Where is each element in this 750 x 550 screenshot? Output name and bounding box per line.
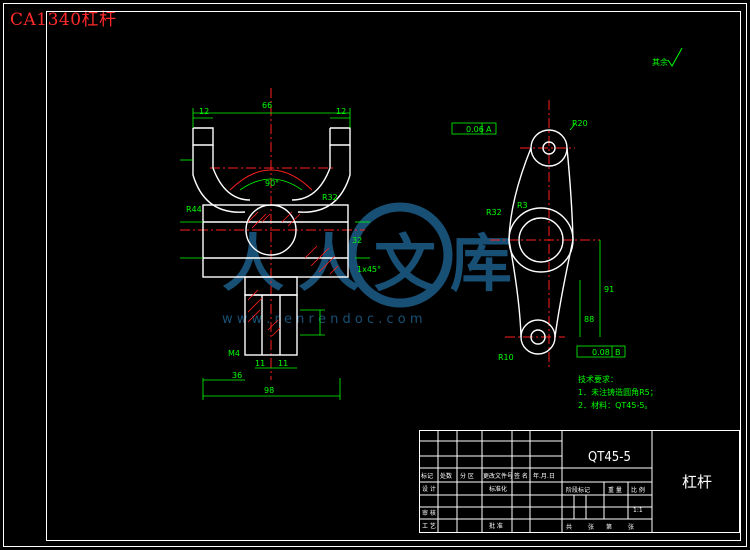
dim-11-right: 11 [278, 359, 288, 368]
drawing-frame [3, 3, 747, 547]
sheet-number-1: 第 [606, 523, 612, 531]
roughness-symbol: 其余 [652, 47, 683, 67]
header-label-6: 年.月.日 [533, 472, 555, 480]
header-label-2: 处数 [440, 472, 452, 480]
row-label-standard: 标准化 [489, 485, 507, 493]
datum-b: B [615, 348, 621, 357]
dim-32: 32 [352, 236, 362, 245]
dim-r44: R44 [186, 205, 202, 214]
drawing-caption: CA1340杠杆 [10, 10, 117, 30]
title-block: QT45-5 杠杆 标记 处数 分 区 更改文件号 签 名 年.月.日 设 计 … [419, 430, 740, 533]
dim-88: 88 [584, 315, 594, 324]
dim-12-right: 12 [336, 107, 346, 116]
roughness-note: 其余 [652, 57, 668, 67]
dim-r3: R3 [517, 201, 528, 210]
row-label-design: 设 计 [422, 485, 436, 493]
dim-11-left: 11 [255, 359, 265, 368]
dim-98: 98 [264, 386, 274, 395]
stage-label: 阶段标记 [566, 486, 590, 494]
dim-chamfer: 1x45° [357, 265, 381, 274]
tech-req-item-2: 2．材料：QT45-5。 [578, 400, 652, 410]
tol-0.08: 0.08 [592, 348, 610, 357]
dim-r32-side: R32 [486, 208, 502, 217]
tech-requirements: 技术要求： 1．未注铸造圆角R5； 2．材料：QT45-5。 [578, 374, 658, 410]
watermark: 人人文库 w w w . r e n r e n d o c . c o m [222, 202, 526, 327]
material-label: QT45-5 [588, 450, 631, 465]
row-label-process: 工 艺 [422, 522, 436, 530]
weight-label: 重 量 [608, 486, 622, 494]
tol-0.06: 0.06 [466, 125, 484, 134]
dim-m4: M4 [228, 349, 240, 358]
part-name: 杠杆 [682, 473, 712, 491]
header-label-4: 更改文件号 [483, 472, 513, 480]
dim-r20: R20 [572, 119, 588, 128]
sheet-total-1: 共 [566, 523, 572, 531]
sheet-number-2: 张 [628, 523, 634, 531]
tech-req-item-1: 1．未注铸造圆角R5； [578, 387, 658, 397]
dim-90deg: 90° [265, 179, 279, 188]
scale-label: 比 例 [631, 486, 645, 494]
tech-req-title: 技术要求： [578, 374, 618, 384]
side-view: R20 R32 R10 R3 91 88 0.06 A 0.08 B [451, 100, 626, 370]
row-label-approve: 批 准 [489, 522, 503, 530]
dim-12-left: 12 [199, 107, 209, 116]
scale-value: 1:1 [633, 507, 643, 514]
row-label-review: 审 核 [422, 509, 436, 517]
dim-91: 91 [604, 285, 614, 294]
front-view: 66 12 12 90° R44 R32 32 1x45° M4 36 11 1… [180, 88, 381, 400]
watermark-logo: 人人文库 [222, 227, 526, 300]
watermark-url: w w w . r e n r e n d o c . c o m [222, 312, 423, 327]
dim-r10: R10 [498, 353, 514, 362]
dim-36: 36 [232, 371, 242, 380]
dim-r32: R32 [322, 193, 338, 202]
header-label-1: 标记 [421, 472, 433, 480]
dim-66: 66 [262, 101, 272, 110]
sheet-total-2: 张 [588, 523, 594, 531]
datum-a: A [486, 125, 492, 134]
header-label-5: 签 名 [514, 472, 528, 480]
header-label-3: 分 区 [460, 472, 474, 480]
